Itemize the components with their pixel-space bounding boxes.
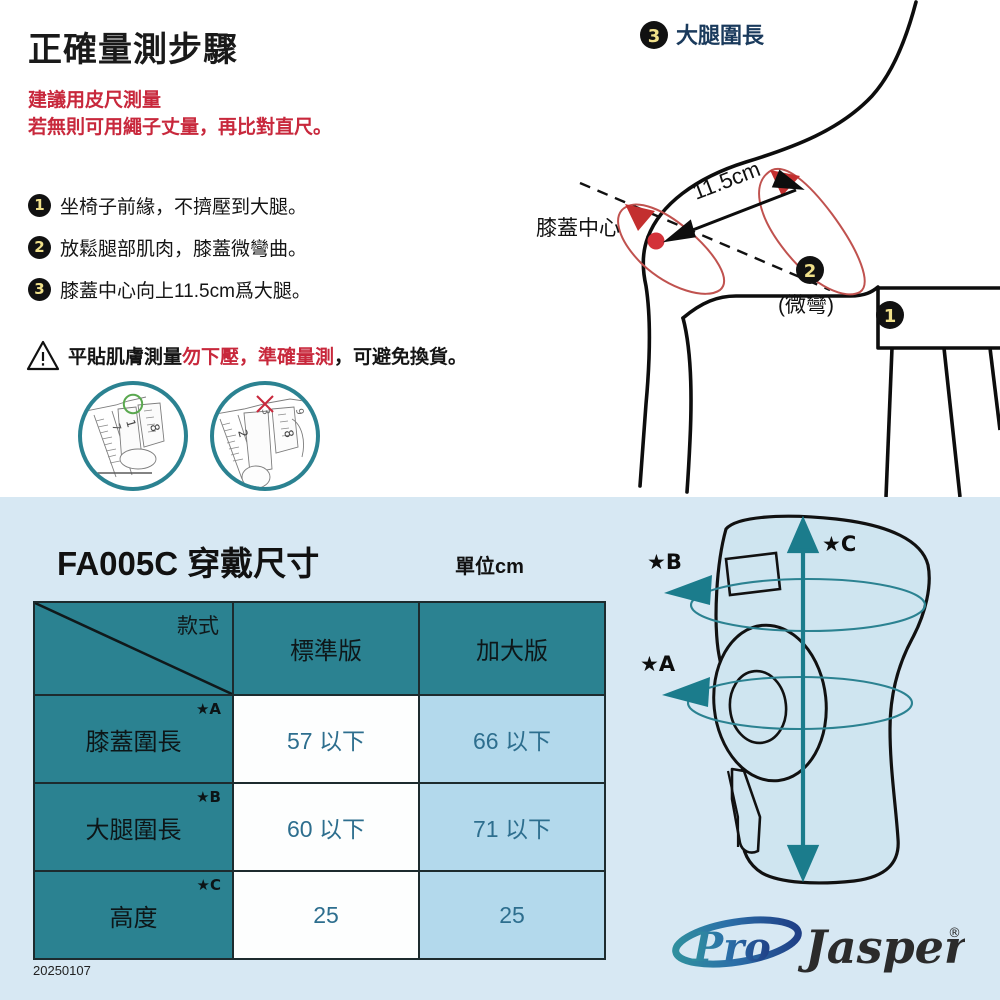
cell-standard: 57 以下 [232,694,420,784]
star-b-marker: ★B [196,788,221,806]
advice-text: 建議用皮尺測量 若無則可用繩子丈量，再比對直尺。 [28,88,332,142]
correct-mark [121,392,145,421]
cell-large: 25 [418,870,606,960]
logo-jasper-text: Jasper [797,920,965,974]
slight-bend-label: (微彎) [778,294,834,317]
knee-center-label: 膝蓋中心 [536,217,620,240]
star-c-label: ★C [822,532,856,556]
warning-row: 平貼肌膚測量勿下壓，準確量測，可避免換貨。 [26,340,467,371]
star-c-marker: ★C [196,876,221,894]
knee-brace-illustration: ★B ★A ★C [640,514,931,885]
projasper-logo: Pro Jasper ® [672,916,965,974]
row-label: 高度 [109,904,158,932]
incorrect-photo-illustration: 2 3 8 9 [214,398,316,487]
row-label: 大腿圍長 [85,816,182,844]
logo-pro-text: Pro [692,924,771,971]
warning-part-3: ，可避免換貨。 [334,347,468,368]
correct-photo-illustration: 7 1 8 [82,396,165,478]
step3-badge-number: 3 [648,26,661,47]
cell-standard: 25 [232,870,420,960]
logo-registered-mark: ® [948,926,961,941]
row-label: 膝蓋圍長 [85,728,182,756]
row-header-height: ★C 高度 [33,870,234,960]
date-code: 20250107 [33,963,91,978]
svg-text:1: 1 [123,418,139,429]
svg-text:8: 8 [281,428,296,439]
star-b-label: ★B [647,550,682,574]
row-header-knee-circumference: ★A 膝蓋圍長 [33,694,234,784]
column-header-large: 加大版 [418,601,606,696]
unit-label: 單位cm [455,556,524,578]
svg-text:9: 9 [293,408,305,416]
list-item: 3 膝蓋中心向上11.5cm爲大腿。 [28,274,311,304]
sizing-table: 款式 標準版 加大版 ★A 膝蓋圍長 57 以下 66 以下 ★B 大腿圍長 6… [33,601,606,960]
cell-standard: 60 以下 [232,782,420,872]
star-a-label: ★A [640,652,676,676]
list-item: 1 坐椅子前緣，不擠壓到大腿。 [28,190,311,220]
step-text: 膝蓋中心向上11.5cm爲大腿。 [60,280,311,302]
step1-badge-number: 1 [884,306,897,327]
step-number-badge: 2 [28,235,51,259]
star-a-pointer-icon [662,677,710,707]
cell-large: 71 以下 [418,782,606,872]
svg-text:7: 7 [109,422,124,433]
row-header-thigh-circumference: ★B 大腿圍長 [33,782,234,872]
star-b-pointer-icon [664,575,712,605]
step2-badge-number: 2 [804,261,817,282]
warning-text: 平貼肌膚測量勿下壓，準確量測，可避免換貨。 [68,342,467,369]
warning-triangle-icon [26,340,60,371]
star-a-marker: ★A [195,700,221,718]
steps-list: 1 坐椅子前緣，不擠壓到大腿。 2 放鬆腿部肌肉，膝蓋微彎曲。 3 膝蓋中心向上… [28,190,311,316]
warning-part-red: 勿下壓，準確量測 [182,347,335,368]
correct-measure-photo: 7 1 8 [78,381,188,491]
warning-part-1: 平貼肌膚測量 [68,347,183,368]
page-title: 正確量測步驟 [28,31,238,69]
svg-text:3: 3 [259,408,271,416]
svg-text:8: 8 [147,422,162,433]
dimension-label: 11.5cm [689,156,764,205]
leg-measurement-diagram: 11.5cm 3 大腿圍長 膝蓋中心 2 (微彎) 1 [536,0,1000,497]
step-number-badge: 1 [28,193,51,217]
table-header-row: 款式 標準版 加大版 [33,601,606,696]
thigh-circumference-label: 大腿圍長 [676,23,765,48]
example-photos: 7 1 8 [78,381,320,491]
step-number-badge: 3 [28,277,51,301]
incorrect-measure-photo: 2 3 8 9 [210,381,320,491]
corner-label: 款式 [177,615,219,638]
step1-badge-icon [876,301,904,329]
step-text: 坐椅子前緣，不擠壓到大腿。 [60,196,308,218]
incorrect-mark [253,392,277,421]
list-item: 2 放鬆腿部肌肉，膝蓋微彎曲。 [28,232,311,262]
measurement-instructions-panel: 正確量測步驟 建議用皮尺測量 若無則可用繩子丈量，再比對直尺。 1 坐椅子前緣，… [0,0,1000,497]
cell-large: 66 以下 [418,694,606,784]
corner-diagonal-line [35,603,232,694]
advice-line-2: 若無則可用繩子丈量，再比對直尺。 [28,116,333,138]
svg-text:2: 2 [235,428,251,439]
step3-badge-icon [640,21,668,49]
table-corner-cell: 款式 [33,601,234,696]
column-header-standard: 標準版 [232,601,420,696]
step-text: 放鬆腿部肌肉，膝蓋微彎曲。 [60,238,308,260]
section-title: FA005C 穿戴尺寸 [57,545,320,582]
sizing-chart-panel: FA005C 穿戴尺寸 單位cm 款式 標準版 加大版 ★A 膝蓋圍長 57 以… [0,497,1000,1000]
table-row: ★B 大腿圍長 60 以下 71 以下 [33,782,606,872]
step2-badge-icon [796,256,824,284]
advice-line-1: 建議用皮尺測量 [28,90,162,111]
table-row: ★C 高度 25 25 [33,870,606,960]
table-row: ★A 膝蓋圍長 57 以下 66 以下 [33,694,606,784]
